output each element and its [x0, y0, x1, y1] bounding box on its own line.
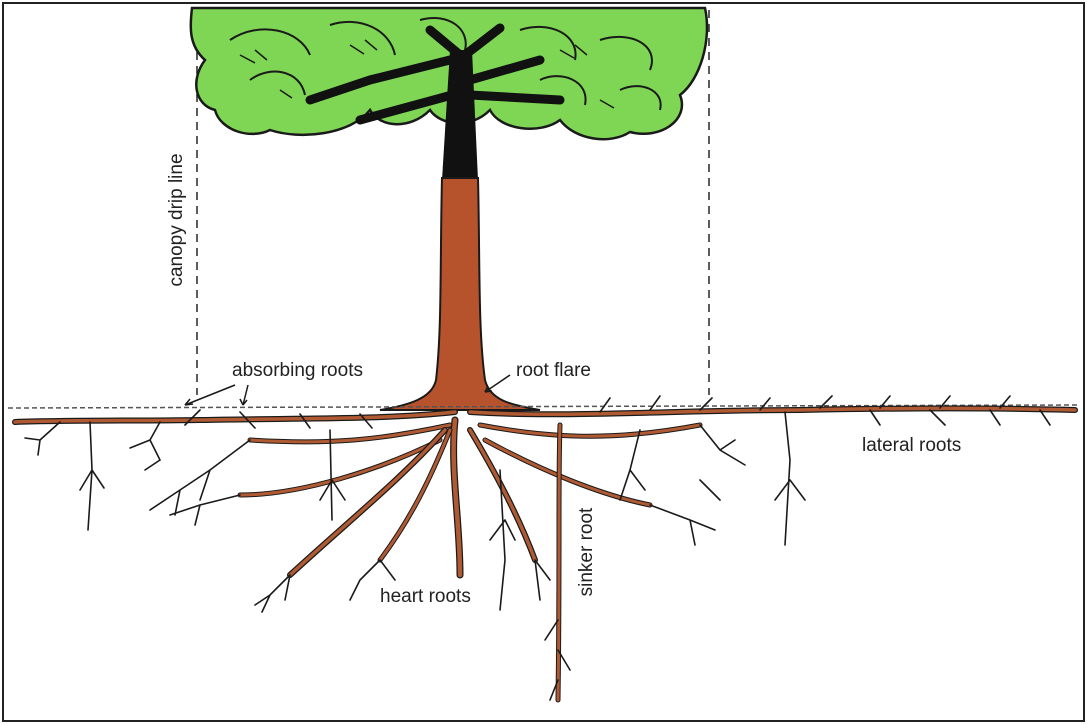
- label-lateral-roots: lateral roots: [862, 435, 961, 456]
- label-canopy-drip-line: canopy drip line: [166, 153, 187, 286]
- lateral-roots: [15, 409, 1075, 506]
- label-heart-roots: heart roots: [380, 586, 471, 607]
- label-absorbing-roots: absorbing roots: [232, 360, 363, 381]
- label-sinker-root: sinker root: [576, 507, 597, 596]
- label-root-flare: root flare: [516, 360, 591, 381]
